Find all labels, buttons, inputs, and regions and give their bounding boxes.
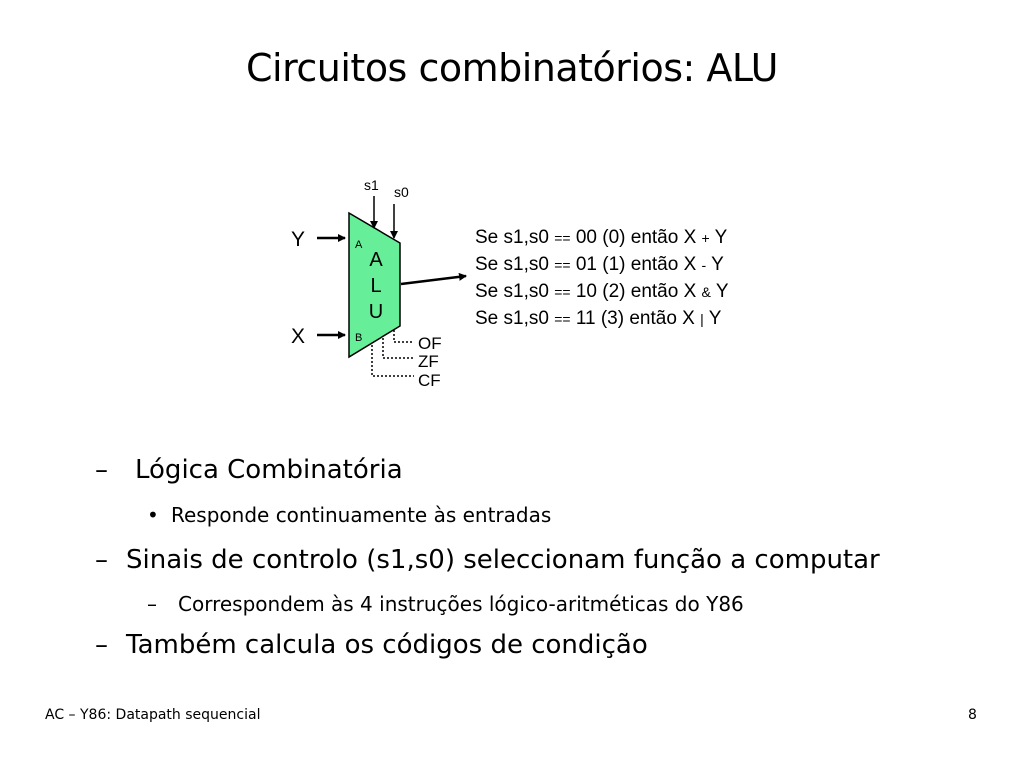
control-s1-label: s1 [364, 177, 379, 193]
flag-zf-line [382, 338, 414, 359]
operation-line: Se s1,s0 == 11 (3) então X | Y [475, 308, 722, 329]
bullet-item: Sinais de controlo (s1,s0) seleccionam f… [126, 545, 880, 575]
bullet-marker: – [147, 592, 157, 616]
alu-letter-u: U [369, 301, 383, 323]
output-arrow [400, 272, 467, 286]
flag-zf-label: ZF [418, 352, 439, 371]
flag-cf-label: CF [418, 371, 441, 390]
operation-line: Se s1,s0 == 01 (1) então X - Y [475, 254, 724, 275]
bullet-item: Lógica Combinatória [135, 455, 403, 485]
flag-of-label: OF [418, 334, 442, 353]
bullet-marker: – [95, 545, 108, 575]
port-b-label: B [355, 332, 362, 344]
bullet-item: Também calcula os códigos de condição [126, 630, 648, 660]
page-number: 8 [968, 707, 977, 723]
port-a-label: A [355, 239, 363, 251]
input-y-label: Y [291, 228, 305, 251]
alu-block [348, 211, 401, 359]
control-s0-label: s0 [394, 184, 409, 200]
bullet-item: Correspondem às 4 instruções lógico-arit… [178, 592, 744, 616]
alu-letter-l: L [370, 275, 381, 297]
bullet-marker: • [147, 503, 159, 527]
bullet-marker: – [95, 630, 108, 660]
slide-title: Circuitos combinatórios: ALU [246, 46, 779, 90]
bullet-item: Responde continuamente às entradas [171, 503, 552, 527]
operation-line: Se s1,s0 == 10 (2) então X & Y [475, 281, 729, 302]
input-x-label: X [291, 325, 305, 348]
alu-letter-a: A [369, 249, 383, 271]
operation-line: Se s1,s0 == 00 (0) então X + Y [475, 227, 728, 248]
footer-title: AC – Y86: Datapath sequencial [45, 707, 261, 723]
bullet-marker: – [95, 455, 108, 485]
flag-of-line [393, 330, 414, 343]
